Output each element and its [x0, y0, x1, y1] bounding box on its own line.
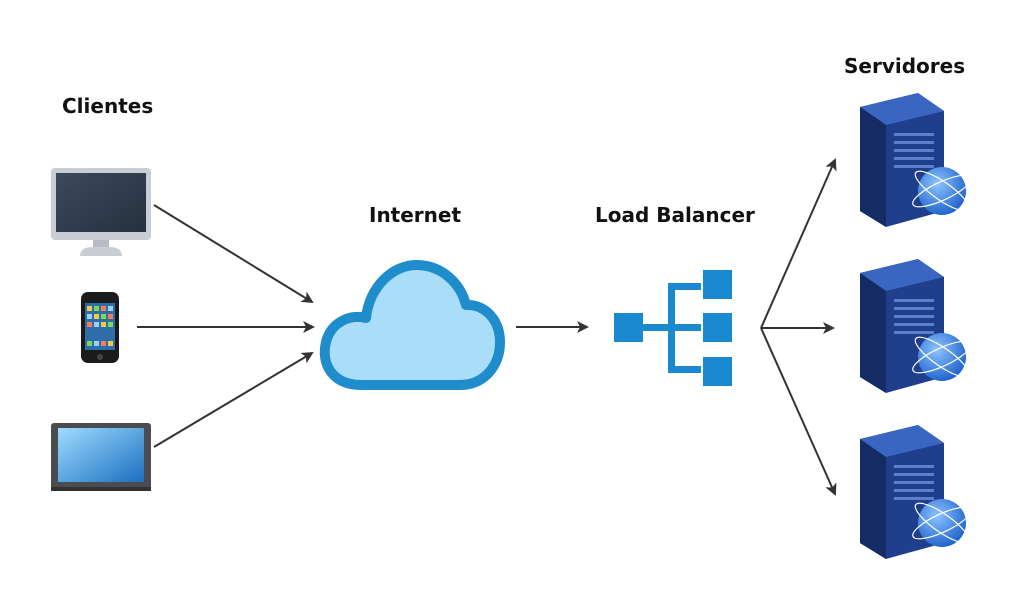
desktop-monitor-icon [51, 168, 151, 256]
internet-heading: Internet [369, 203, 462, 227]
servers-heading: Servidores [844, 54, 966, 78]
cloud-icon [319, 260, 505, 390]
server-3-icon [860, 425, 972, 559]
smartphone-icon [81, 292, 119, 363]
load-balancer-heading: Load Balancer [595, 203, 755, 227]
connector-arrows [137, 158, 837, 496]
arrow-desktop-to-internet [153, 204, 314, 304]
arrow-tv-to-internet [153, 351, 314, 448]
load-balancer-icon [614, 270, 732, 386]
clients-heading: Clientes [62, 94, 154, 118]
arrow-balancer-to-server-1 [760, 158, 837, 329]
television-icon [51, 423, 151, 491]
server-2-icon [860, 259, 972, 393]
server-1-icon [860, 93, 972, 227]
arrow-balancer-to-server-3 [760, 327, 837, 496]
